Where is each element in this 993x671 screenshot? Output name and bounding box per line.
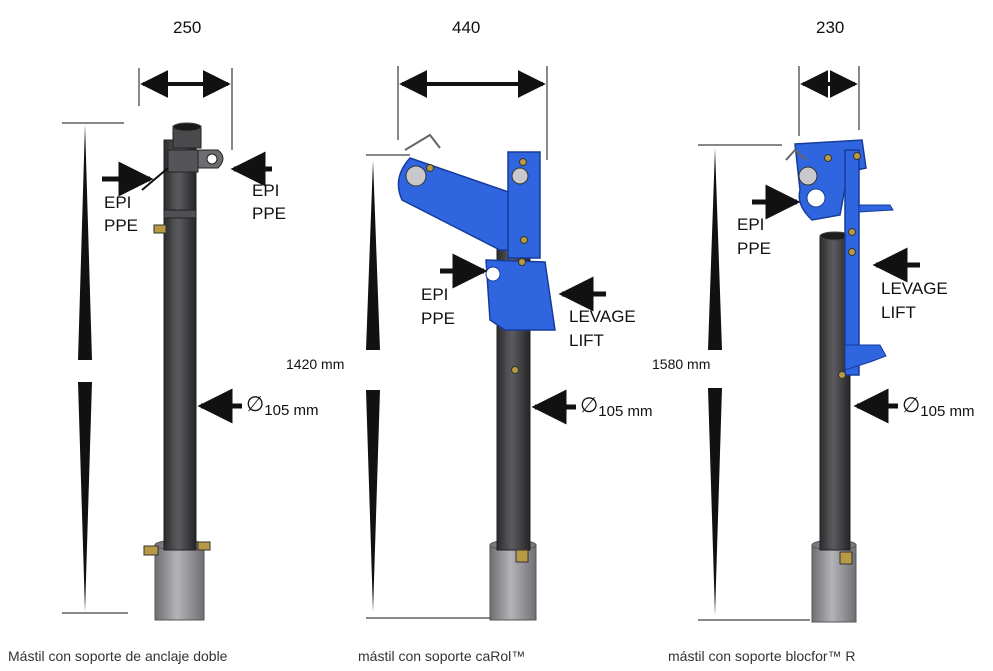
mast-3-bolt-5 [838, 371, 846, 379]
mast-1-height-arrow-up [78, 124, 92, 360]
mast-3-height-arrow-down [708, 388, 722, 615]
mast-3-blue-foot [844, 344, 887, 371]
mast-3-lift-label-2: LIFT [881, 303, 916, 322]
mast-2-bolt-3 [520, 236, 528, 244]
mast-3-lift-label-1: LEVAGE [881, 279, 948, 298]
mast-3-hook-hole [806, 188, 826, 208]
mast-3-height-label: 1580 mm [652, 356, 711, 372]
mast-2-height-arrow-down [366, 390, 380, 612]
mast-2-lift-label-1: LEVAGE [569, 307, 636, 326]
mast-2-diameter-label: ∅105 mm [580, 394, 653, 422]
mast-2-sleeve [489, 544, 537, 621]
mast-2-roller-left [405, 165, 427, 187]
mast-1-epi-left-label-2: PPE [104, 216, 139, 235]
mast-1-diameter-label: ∅105 mm [246, 393, 319, 421]
mast-1-epi-right-label-1: EPI [252, 181, 280, 200]
mast-3-blue-tab [858, 204, 894, 213]
mast-2-bolt-4 [518, 258, 526, 266]
mast-2-height-label: 1420 mm [286, 356, 345, 372]
mast-3-caption: mástil con soporte blocfor™ R [668, 648, 856, 664]
mast-2-epi-label-1: EPI [421, 285, 449, 304]
mast-1-bottom-knob-left [143, 545, 159, 556]
mast-3-bolt-4 [848, 248, 856, 256]
mast-1-anchor-ring [167, 149, 199, 173]
mast-2-bottom-knob [515, 549, 529, 563]
mast-2-caption: mástil con soporte caRol™ [358, 648, 526, 664]
mast-3-bottom-knob [839, 551, 853, 565]
mast-3-cable [785, 148, 807, 161]
mast-3-roller [798, 166, 818, 186]
mast-3-drawing [698, 66, 920, 623]
mast-3-bolt-1 [824, 154, 832, 162]
mast-2-bolt-1 [426, 164, 434, 172]
mast-3-width-label: 230 [816, 18, 845, 37]
mast-1-ring-lower [163, 209, 197, 219]
mast-1-caption: Mástil con soporte de anclaje doble [8, 648, 228, 664]
mast-3-diameter-value: 105 mm [920, 403, 975, 420]
mast-1-width-label: 250 [173, 18, 202, 37]
mast-2-height-arrow-up [366, 160, 380, 350]
mast-2-width-label: 440 [452, 18, 481, 37]
diameter-symbol: ∅ [902, 394, 921, 417]
mast-2-cable [404, 133, 441, 151]
mast-2-bolt-5 [511, 366, 519, 374]
diameter-symbol: ∅ [580, 394, 599, 417]
mast-2-lift-label-2: LIFT [569, 331, 604, 350]
mast-2-bolt-2 [519, 158, 527, 166]
mast-3-bolt-3 [848, 228, 856, 236]
mast-1-sleeve [154, 544, 205, 621]
mast-1-drawing [62, 68, 272, 621]
mast-2-roller-right [511, 167, 529, 185]
mast-3-sleeve [811, 544, 857, 623]
mast-3-epi-label-2: PPE [737, 239, 772, 258]
mast-1-anchor-eye-hole [206, 153, 218, 165]
mast-2-diameter-value: 105 mm [598, 403, 653, 420]
mast-1-epi-right-label-2: PPE [252, 204, 287, 223]
mast-1-pole [163, 139, 197, 551]
mast-1-epi-left-label-1: EPI [104, 193, 132, 212]
mast-3-blue-rail [844, 149, 860, 376]
mast-3-height-arrow-up [708, 148, 722, 350]
mast-2-blue-lower-plate [485, 259, 556, 331]
mast-3-epi-label-1: EPI [737, 215, 765, 234]
mast-1-diameter-value: 105 mm [264, 402, 319, 419]
mast-3-bolt-2 [853, 152, 861, 160]
mast-2-hook-hole [485, 266, 501, 282]
mast-2-drawing [366, 66, 606, 621]
mast-1-bottom-knob-right [197, 541, 211, 551]
mast-1-clamp-knob [153, 224, 167, 234]
mast-1-top-opening [172, 122, 202, 132]
mast-1-height-arrow-down [78, 382, 92, 612]
mast-3-diameter-label: ∅105 mm [902, 394, 975, 422]
diameter-symbol: ∅ [246, 393, 265, 416]
mast-2-epi-label-2: PPE [421, 309, 456, 328]
